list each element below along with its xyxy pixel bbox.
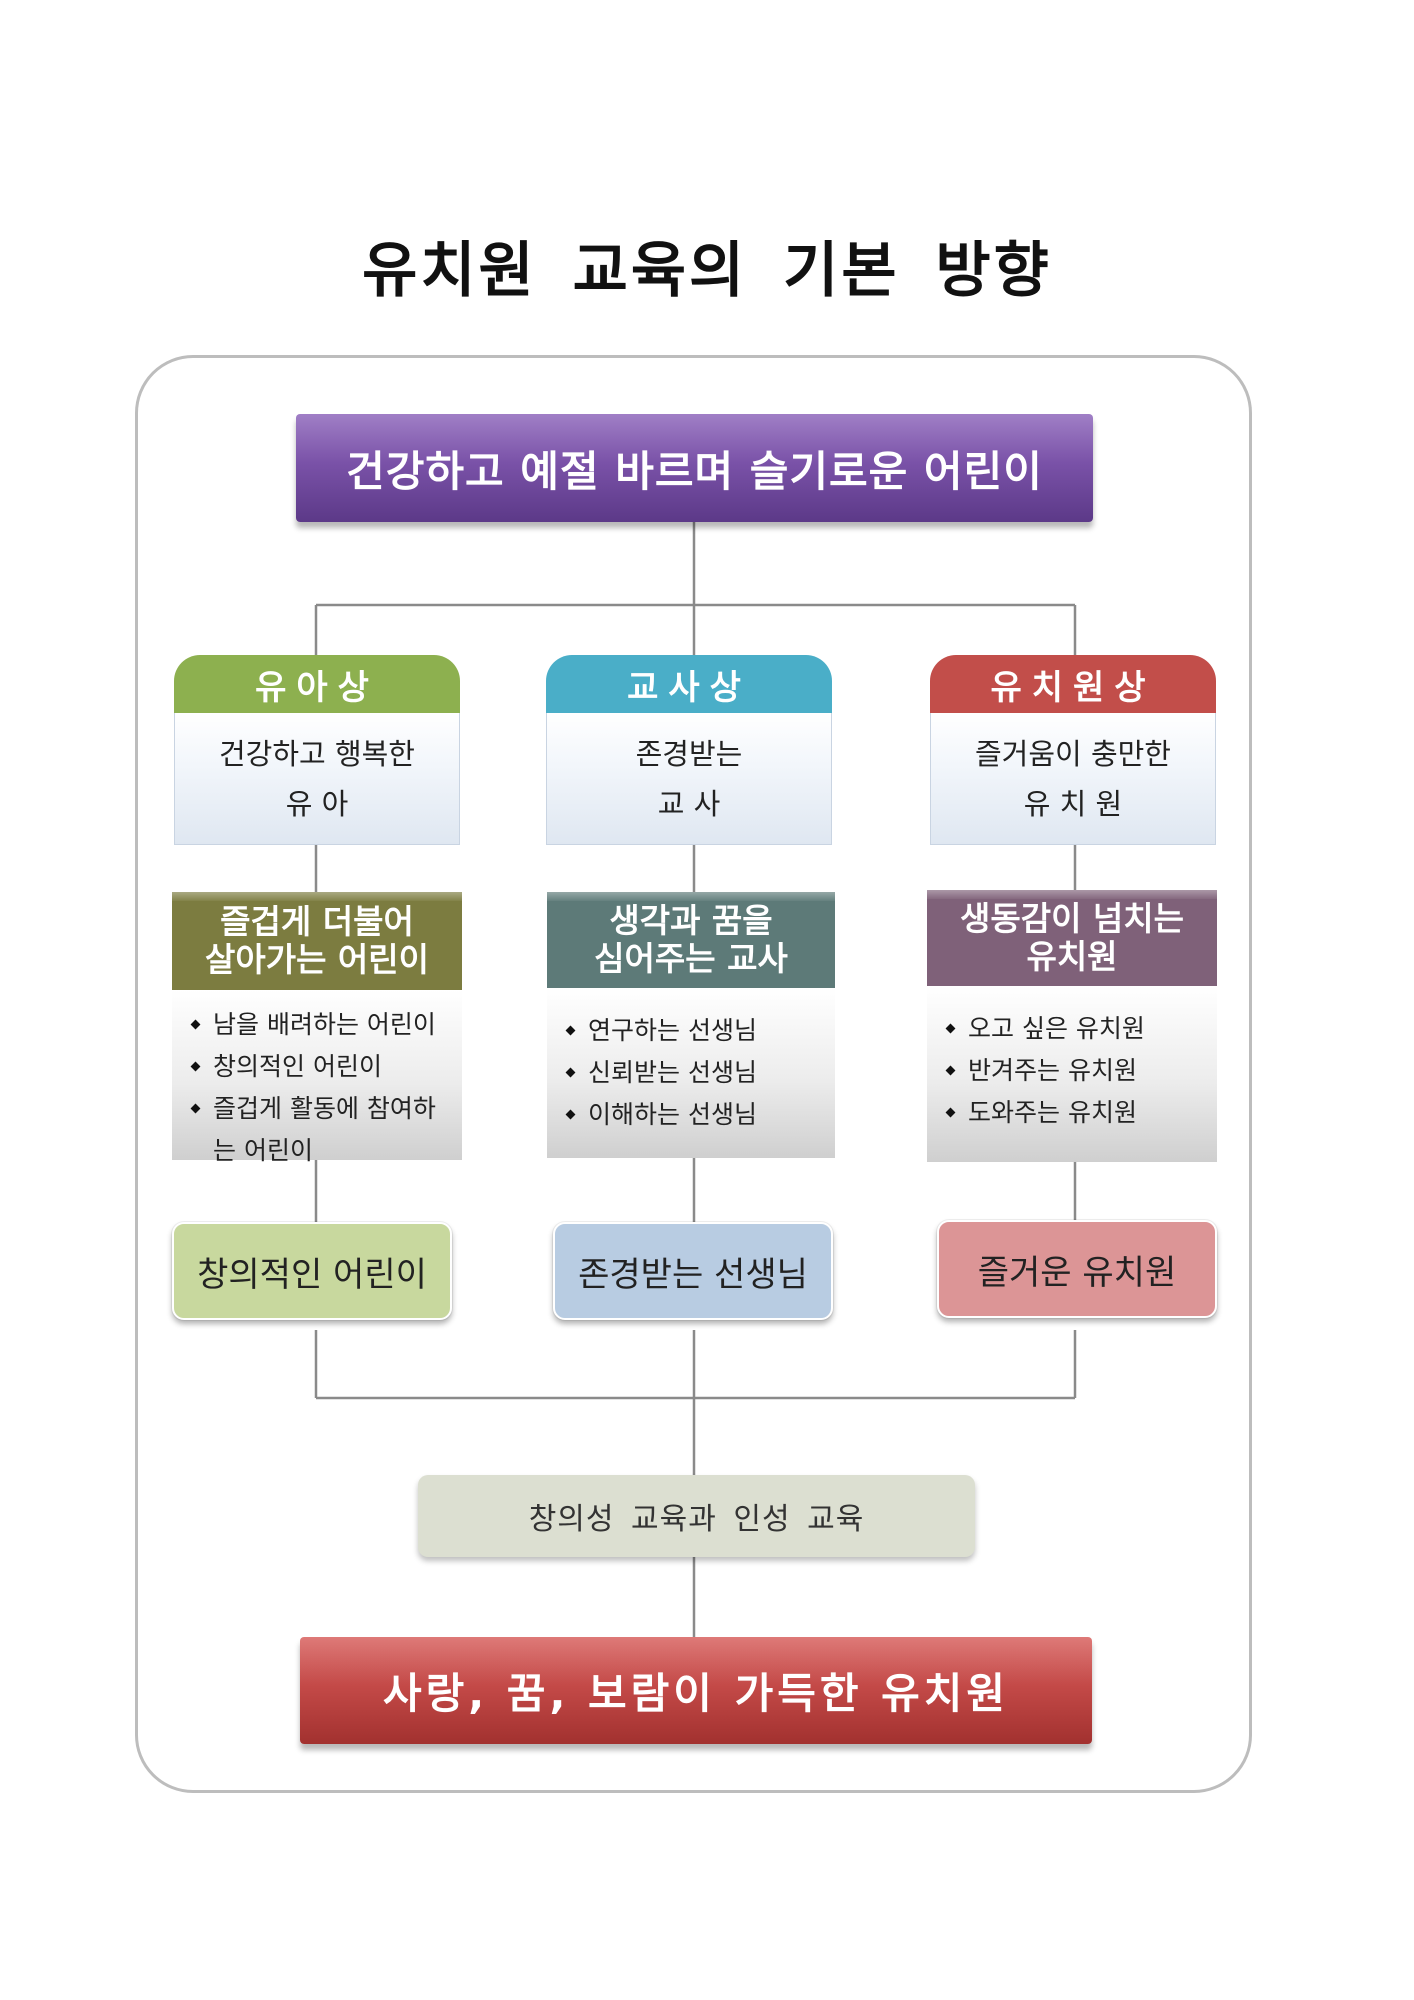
header-line: 살아가는 어린이 xyxy=(204,940,429,979)
list-item: 반겨주는 유치원 xyxy=(941,1050,1207,1092)
teacher-aim-list: 연구하는 선생님 신뢰받는 선생님 이해하는 선생님 xyxy=(547,988,835,1158)
kindergarten-result-box: 즐거운 유치원 xyxy=(937,1220,1217,1318)
panel-line: 유 아 xyxy=(285,786,349,821)
panel-line: 교 사 xyxy=(657,786,721,821)
header-bevel xyxy=(172,892,462,901)
list-item: 연구하는 선생님 xyxy=(561,1010,825,1052)
kindergarten-aim-header: 생동감이 넘치는 유치원 xyxy=(927,890,1217,986)
header-line: 생동감이 넘치는 xyxy=(959,899,1184,938)
list-item: 신뢰받는 선생님 xyxy=(561,1052,825,1094)
panel-line: 유 치 원 xyxy=(1023,786,1123,821)
kindergarten-ideal-panel: 즐거움이 충만한 유 치 원 xyxy=(930,713,1216,845)
panel-line: 건강하고 행복한 xyxy=(219,736,415,771)
header-line: 유치원 xyxy=(1026,937,1118,976)
result-label: 즐거운 유치원 xyxy=(977,1252,1177,1293)
result-label: 존경받는 선생님 xyxy=(578,1254,808,1295)
kindergarten-aim-list: 오고 싶은 유치원 반겨주는 유치원 도와주는 유치원 xyxy=(927,986,1217,1162)
goal-banner: 건강하고 예절 바르며 슬기로운 어린이 xyxy=(296,414,1093,522)
panel-line: 존경받는 xyxy=(635,736,743,771)
header-line: 생각과 꿈을 xyxy=(609,901,773,940)
child-result-box: 창의적인 어린이 xyxy=(172,1222,452,1320)
panel-line: 즐거움이 충만한 xyxy=(975,736,1171,771)
method-label: 창의성 교육과 인성 교육 xyxy=(528,1502,865,1537)
child-aim-header: 즐겁게 더불어 살아가는 어린이 xyxy=(172,892,462,990)
list-item: 남을 배려하는 어린이 xyxy=(186,1004,452,1046)
header-line: 즐겁게 더불어 xyxy=(220,902,414,941)
tab-label: 유치원상 xyxy=(990,667,1156,708)
child-ideal-panel: 건강하고 행복한 유 아 xyxy=(174,713,460,845)
tab-label: 교사상 xyxy=(627,667,751,708)
header-bevel xyxy=(927,890,1217,899)
page-title: 유치원 교육의 기본 방향 xyxy=(362,236,1052,306)
list-item: 즐겁게 활동에 참여하는 어린이 xyxy=(186,1088,452,1172)
teacher-aim-header: 생각과 꿈을 심어주는 교사 xyxy=(547,892,835,988)
child-aim-list: 남을 배려하는 어린이 창의적인 어린이 즐겁게 활동에 참여하는 어린이 xyxy=(172,990,462,1165)
header-bevel xyxy=(547,892,835,901)
list-item: 오고 싶은 유치원 xyxy=(941,1008,1207,1050)
tab-teacher-ideal: 교사상 xyxy=(546,655,832,713)
list-item: 이해하는 선생님 xyxy=(561,1094,825,1136)
list-item: 창의적인 어린이 xyxy=(186,1046,452,1088)
tab-kindergarten-ideal: 유치원상 xyxy=(930,655,1216,713)
tab-child-ideal: 유아상 xyxy=(174,655,460,713)
tab-label: 유아상 xyxy=(255,667,379,708)
teacher-ideal-panel: 존경받는 교 사 xyxy=(546,713,832,845)
header-line: 심어주는 교사 xyxy=(594,939,788,978)
vision-banner: 사랑, 꿈, 보람이 가득한 유치원 xyxy=(300,1637,1092,1744)
result-label: 창의적인 어린이 xyxy=(197,1254,427,1295)
teacher-result-box: 존경받는 선생님 xyxy=(553,1222,833,1320)
list-item: 도와주는 유치원 xyxy=(941,1092,1207,1134)
method-box: 창의성 교육과 인성 교육 xyxy=(418,1475,975,1557)
